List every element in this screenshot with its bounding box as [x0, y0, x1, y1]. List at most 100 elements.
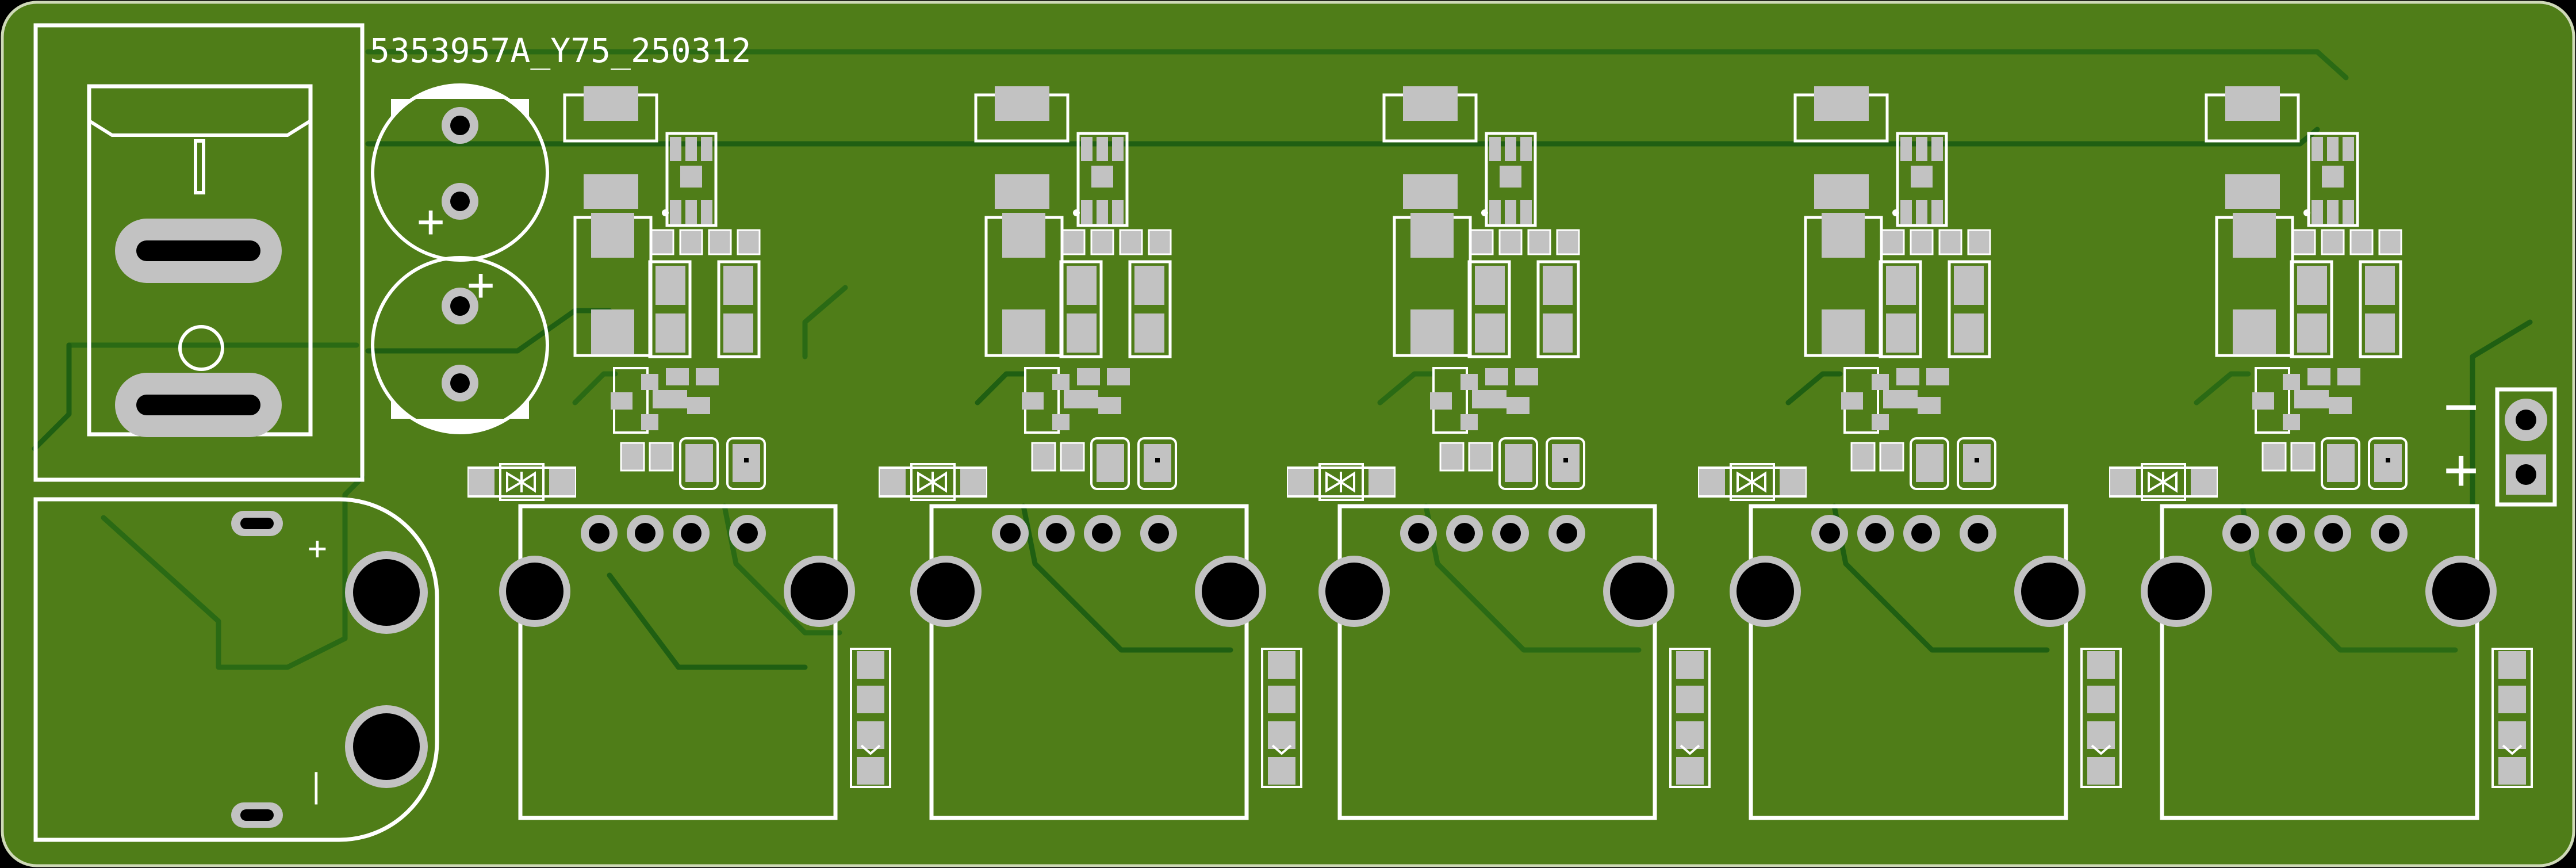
output-cap-pad	[1067, 266, 1097, 305]
output-cap-pad	[1134, 266, 1164, 305]
battery-oval-pad-top	[231, 511, 283, 536]
test-point-pad	[1097, 444, 1124, 482]
diode-pad-left	[880, 469, 906, 495]
ic-pin-bottom	[701, 200, 712, 224]
smd-resistor-pad	[1061, 229, 1086, 255]
usb-data-pin-hole	[1454, 523, 1475, 544]
ic-pin-top	[2327, 137, 2339, 161]
mosfet-pad	[641, 374, 658, 390]
battery-plus-label: +	[308, 530, 327, 567]
switch-slot-pad-top	[115, 219, 282, 283]
smd-pad	[2329, 397, 2352, 414]
capacitor-pad-top	[2233, 213, 2276, 258]
output-cap-outline-right	[1128, 260, 1172, 358]
ic-pin-top	[670, 137, 681, 161]
mosfet-pad	[2283, 374, 2300, 390]
rocker-switch-icon[interactable]	[87, 84, 313, 437]
resistor-pad	[1268, 651, 1295, 679]
ic-outline	[1485, 132, 1537, 227]
inductor-pad-top	[995, 86, 1049, 121]
output-cap-pad	[2365, 313, 2395, 353]
usb-a-connector-icon[interactable]	[910, 504, 1266, 820]
led-outline	[1261, 648, 1302, 788]
power-connector-pin-1	[2505, 399, 2547, 441]
tvs-diode-icon	[879, 463, 987, 501]
usb-a-connector-icon[interactable]	[2141, 504, 2497, 820]
output-cap-pad	[2297, 313, 2327, 353]
usb-a-connector-icon[interactable]	[499, 504, 855, 820]
smd-pad	[1064, 390, 1098, 408]
ic-pin-bottom	[2312, 200, 2323, 224]
smd-pad	[666, 368, 689, 385]
usb-data-pin-hole	[1865, 523, 1886, 544]
ic-pin-top	[1489, 137, 1501, 161]
smd-pad	[1879, 442, 1904, 472]
output-cap-outline-left	[2290, 260, 2333, 358]
test-point-outline	[1910, 437, 1949, 490]
board-label: 5353957A_Y75_250312	[370, 31, 751, 70]
output-cap-pad	[1543, 313, 1573, 353]
usb-data-pin-hole	[1408, 523, 1429, 544]
mosfet-pad	[1052, 374, 1070, 390]
ic-outline	[1896, 132, 1948, 227]
test-point-mark	[1975, 458, 1979, 462]
capacitor-pad-bottom	[1410, 309, 1454, 354]
smd-pad	[653, 390, 687, 408]
usb-a-connector-icon[interactable]	[1318, 504, 1674, 820]
output-cap-pad	[1543, 266, 1573, 305]
capacitor-pad-top	[1002, 213, 1045, 258]
usb-port-outline	[518, 504, 838, 820]
ic-pin-bottom	[1931, 200, 1943, 224]
output-cap-pad	[1886, 313, 1916, 353]
mosfet-pad	[1872, 414, 1889, 430]
smd-resistor-pad	[1527, 229, 1551, 255]
tvs-diode-icon	[467, 463, 576, 501]
switch-cap-outline	[88, 119, 312, 137]
output-cap-pad	[2365, 266, 2395, 305]
usb-data-pin-hole	[635, 523, 656, 544]
ic-pin-top	[1097, 137, 1108, 161]
led-pad	[2498, 721, 2526, 749]
test-point-outline	[726, 437, 766, 490]
led-polarity-mark	[1271, 744, 1292, 755]
smd-resistor-pad	[2378, 229, 2402, 255]
ic-pin-top	[1931, 137, 1943, 161]
mosfet-pad	[1460, 374, 1478, 390]
usb-shield-hole-right	[1202, 563, 1259, 620]
usb-data-pin-hole	[589, 523, 610, 544]
smd-resistor-pad	[679, 229, 703, 255]
copper-trace-1	[365, 49, 2349, 81]
capacitor-pad-top	[1410, 213, 1454, 258]
usb-data-pin-hole	[2322, 523, 2343, 544]
smd-pad	[1468, 442, 1493, 472]
smd-resistor-pad	[1498, 229, 1523, 255]
ic-pin1-dot	[2303, 209, 2310, 216]
copper-trace-10	[1021, 503, 1233, 653]
led-polarity-mark	[860, 744, 881, 755]
smd-pad	[2261, 442, 2287, 472]
usb-shield-hole-left	[2148, 563, 2205, 620]
smd-pad	[2290, 442, 2316, 472]
usb-port-outline	[929, 504, 1249, 820]
smd-pad	[1506, 397, 1529, 414]
resistor-pad	[2087, 686, 2115, 713]
resistor-pad	[2498, 651, 2526, 679]
output-cap-outline-left	[1467, 260, 1511, 358]
usb-a-connector-icon[interactable]	[1730, 504, 2086, 820]
usb-channel-group	[467, 86, 2533, 820]
ic-outline	[665, 132, 718, 227]
diode-symbol	[506, 471, 536, 493]
usb-data-pin-hole	[681, 523, 702, 544]
ic-pin-top	[1112, 137, 1124, 161]
ic-outline	[1076, 132, 1129, 227]
mosfet-pad	[1052, 414, 1070, 430]
battery-oval-pad-bottom	[231, 802, 283, 828]
diode-body	[499, 463, 545, 501]
copper-trace-16	[975, 371, 1026, 406]
smd-pad	[1896, 368, 1919, 385]
ic-thermal-pad	[1911, 166, 1933, 188]
smd-resistor-pad	[2349, 229, 2374, 255]
smd-resistor-pad	[1910, 229, 1934, 255]
smd-resistor-pad	[1967, 229, 1991, 255]
led-pad	[857, 757, 884, 785]
